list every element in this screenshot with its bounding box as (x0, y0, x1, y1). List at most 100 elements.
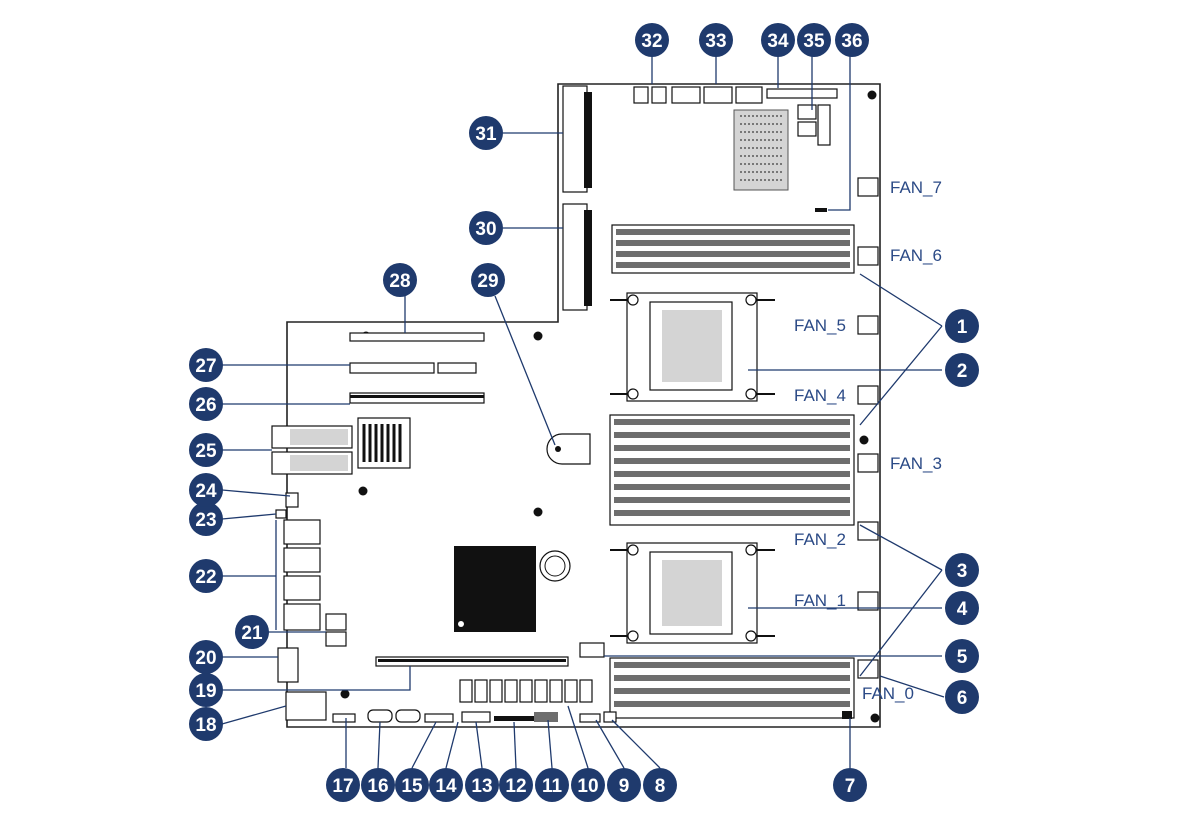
callout-14: 14 (429, 768, 463, 802)
callout-number: 34 (767, 31, 789, 52)
power-connector-31 (562, 85, 592, 193)
callout-number: 14 (435, 776, 457, 797)
callout-23: 23 (189, 502, 223, 536)
callout-8: 8 (643, 768, 677, 802)
callout-number: 19 (195, 681, 216, 702)
fan-label: FAN_5 (794, 316, 846, 335)
cpu-socket-top (610, 292, 775, 402)
callout-36: 36 (835, 23, 869, 57)
rear-io (275, 492, 347, 721)
callout-number: 32 (641, 31, 662, 52)
callout-1: 1 (945, 309, 979, 343)
callout-number: 7 (845, 776, 856, 797)
callout-4: 4 (945, 591, 979, 625)
callout-number: 5 (957, 647, 968, 668)
callout-13: 13 (465, 768, 499, 802)
callout-number: 27 (195, 356, 216, 377)
callout-18: 18 (189, 707, 223, 741)
callout-29: 29 (471, 263, 505, 297)
callout-number: 29 (477, 271, 498, 292)
callout-number: 16 (367, 776, 388, 797)
callout-number: 30 (475, 219, 496, 240)
callout-30: 30 (469, 211, 503, 245)
callout-group: 1 2 3 4 5 6 7 8 9 10 11 12 13 14 15 16 1… (189, 23, 979, 802)
callout-19: 19 (189, 673, 223, 707)
callout-number: 13 (471, 776, 492, 797)
callout-number: 26 (195, 395, 216, 416)
callout-number: 22 (195, 567, 216, 588)
callout-number: 1 (957, 317, 968, 338)
callout-number: 12 (505, 776, 526, 797)
battery (546, 433, 591, 465)
callout-16: 16 (361, 768, 395, 802)
callout-number: 21 (241, 623, 263, 644)
heatsink-chip (357, 417, 411, 469)
cpu-socket-bottom (610, 542, 775, 644)
callout-number: 17 (332, 776, 353, 797)
callout-11: 11 (535, 768, 569, 802)
callout-number: 6 (957, 688, 968, 709)
callout-number: 11 (542, 776, 563, 797)
callout-number: 18 (195, 715, 216, 736)
fan-label: FAN_3 (890, 454, 942, 473)
callout-7: 7 (833, 768, 867, 802)
callout-number: 20 (195, 648, 216, 669)
dimm-slots-middle (609, 414, 855, 526)
callout-number: 35 (803, 31, 825, 52)
callout-number: 36 (841, 31, 862, 52)
fan-label-group: FAN_7 FAN_6 FAN_5 FAN_4 FAN_3 FAN_2 FAN_… (794, 178, 942, 703)
callout-number: 9 (619, 776, 630, 797)
callout-2: 2 (945, 353, 979, 387)
callout-5: 5 (945, 639, 979, 673)
sfp-cages (271, 425, 353, 475)
fan-label: FAN_1 (794, 591, 846, 610)
callout-12: 12 (499, 768, 533, 802)
fan-label: FAN_2 (794, 530, 846, 549)
bottom-headers (332, 709, 852, 723)
callout-number: 8 (655, 776, 666, 797)
callout-26: 26 (189, 387, 223, 421)
power-connector-30 (562, 203, 592, 311)
callout-10: 10 (571, 768, 605, 802)
callout-27: 27 (189, 348, 223, 382)
callout-17: 17 (326, 768, 360, 802)
callout-28: 28 (383, 263, 417, 297)
callout-number: 2 (957, 361, 968, 382)
callout-number: 25 (195, 441, 217, 462)
callout-number: 31 (475, 124, 497, 145)
callout-number: 33 (705, 31, 726, 52)
callout-24: 24 (189, 473, 223, 507)
header-5 (579, 642, 605, 658)
pcie-slots (349, 332, 485, 404)
callout-34: 34 (761, 23, 795, 57)
callout-33: 33 (699, 23, 733, 57)
callout-9: 9 (607, 768, 641, 802)
top-headers (633, 86, 838, 212)
cmos-battery (539, 550, 571, 582)
callout-15: 15 (395, 768, 429, 802)
callout-21: 21 (235, 615, 269, 649)
callout-32: 32 (635, 23, 669, 57)
pcie-slot-bottom (375, 656, 569, 667)
callout-number: 24 (195, 481, 217, 502)
dimm-slots-top (611, 224, 855, 274)
fan-label: FAN_6 (890, 246, 942, 265)
callout-number: 3 (957, 561, 968, 582)
callout-35: 35 (797, 23, 831, 57)
callout-6: 6 (945, 680, 979, 714)
main-chipset (454, 546, 536, 632)
dimm-slots-bottom (609, 657, 855, 719)
callout-22: 22 (189, 559, 223, 593)
callout-3: 3 (945, 553, 979, 587)
callout-25: 25 (189, 433, 223, 467)
fan-label: FAN_0 (862, 684, 914, 703)
leader-lines (221, 55, 945, 769)
callout-number: 23 (195, 510, 216, 531)
callout-number: 28 (389, 271, 410, 292)
callout-number: 4 (957, 599, 968, 620)
callout-20: 20 (189, 640, 223, 674)
sata-connectors (459, 679, 593, 703)
bmc-chip (733, 109, 789, 191)
